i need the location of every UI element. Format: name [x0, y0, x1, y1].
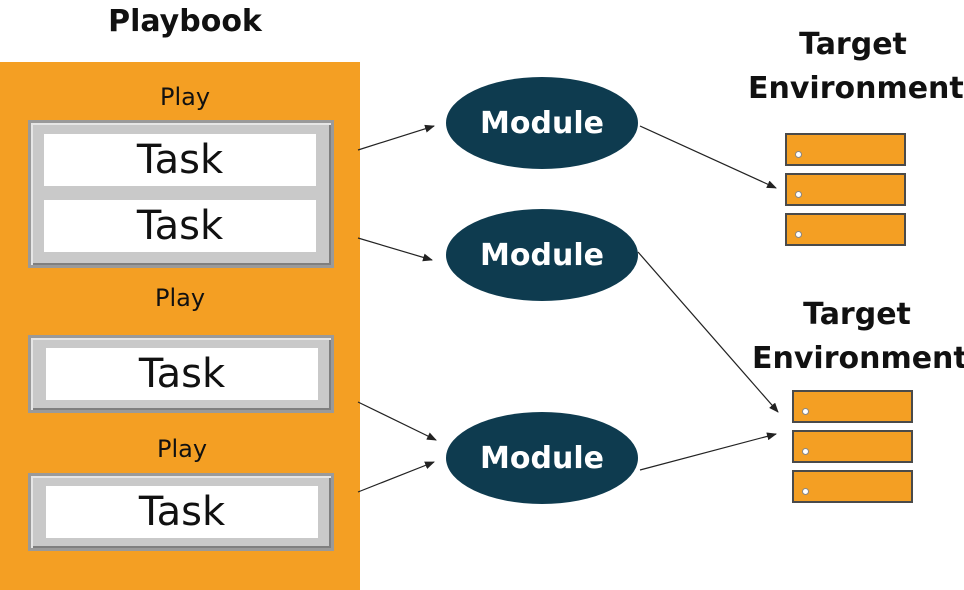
target-env-2-title-line1: Target [803, 297, 911, 332]
server-led-icon [802, 448, 809, 455]
arrow-module3-to-target2 [639, 432, 777, 471]
module-2: Module [446, 209, 638, 301]
server-2-3 [792, 470, 913, 503]
arrow-module2-to-target2 [637, 251, 779, 413]
playbook-title: Playbook [108, 4, 262, 39]
module-1: Module [446, 77, 638, 169]
server-1-2 [785, 173, 906, 206]
arrow-module1-to-target1 [639, 125, 777, 189]
target-env-2-title-line2: Environment [752, 341, 964, 376]
server-1-1 [785, 133, 906, 166]
arrow-play1-to-module1 [357, 124, 435, 151]
target-env-1-title-line2: Environment [748, 71, 964, 106]
play-label-1: Play [159, 83, 211, 111]
arrow-play3-to-module3 [357, 461, 435, 493]
task-1: Task [44, 134, 316, 186]
server-led-icon [795, 231, 802, 238]
server-led-icon [795, 151, 802, 158]
target-env-1-title-line1: Target [799, 27, 907, 62]
task-3: Task [46, 348, 318, 400]
arrow-play1-to-module2 [357, 237, 433, 262]
module-3: Module [446, 412, 638, 504]
arrow-play2-to-module3 [357, 401, 437, 441]
server-led-icon [802, 408, 809, 415]
server-2-2 [792, 430, 913, 463]
server-2-1 [792, 390, 913, 423]
task-2: Task [44, 200, 316, 252]
task-4: Task [46, 486, 318, 538]
play-label-2: Play [154, 284, 206, 312]
server-led-icon [802, 488, 809, 495]
server-led-icon [795, 191, 802, 198]
server-1-3 [785, 213, 906, 246]
play-label-3: Play [156, 435, 208, 463]
